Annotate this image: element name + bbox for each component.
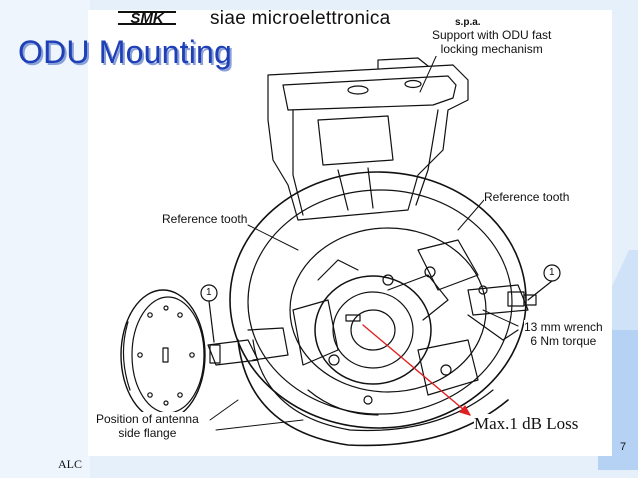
logo-text: SMK xyxy=(130,10,165,27)
loss-annotation: Max.1 dB Loss xyxy=(474,414,579,434)
mounting-drawing-svg xyxy=(120,51,561,447)
label-wrench-torque: 13 mm wrench 6 Nm torque xyxy=(524,320,603,348)
smk-logo-icon: SMK xyxy=(118,10,176,27)
mounting-drawing xyxy=(88,10,612,456)
footer-text: ALC xyxy=(58,457,82,471)
callout-number-left: 1 xyxy=(206,287,212,298)
page-number: 7 xyxy=(620,441,627,453)
label-reference-tooth-right: Reference tooth xyxy=(484,190,570,204)
label-torque: 6 Nm torque xyxy=(530,334,597,348)
brand-name: siae microelettronica xyxy=(210,8,391,29)
decor-left-band xyxy=(0,0,90,478)
label-support-line1: Support with ODU fast xyxy=(432,28,552,42)
label-support: Support with ODU fast locking mechanism xyxy=(432,28,552,56)
label-wrench: 13 mm wrench xyxy=(524,320,603,334)
callout-number-right: 1 xyxy=(549,267,555,278)
label-flange-line2: side flange xyxy=(118,426,177,440)
label-reference-tooth-left: Reference tooth xyxy=(162,212,248,226)
slide-title: ODU Mounting xyxy=(18,34,233,70)
label-flange-line1: Position of antenna xyxy=(96,412,199,426)
label-support-line2: locking mechanism xyxy=(440,42,543,56)
brand-suffix: s.p.a. xyxy=(455,17,481,28)
label-flange: Position of antenna side flange xyxy=(96,412,199,440)
